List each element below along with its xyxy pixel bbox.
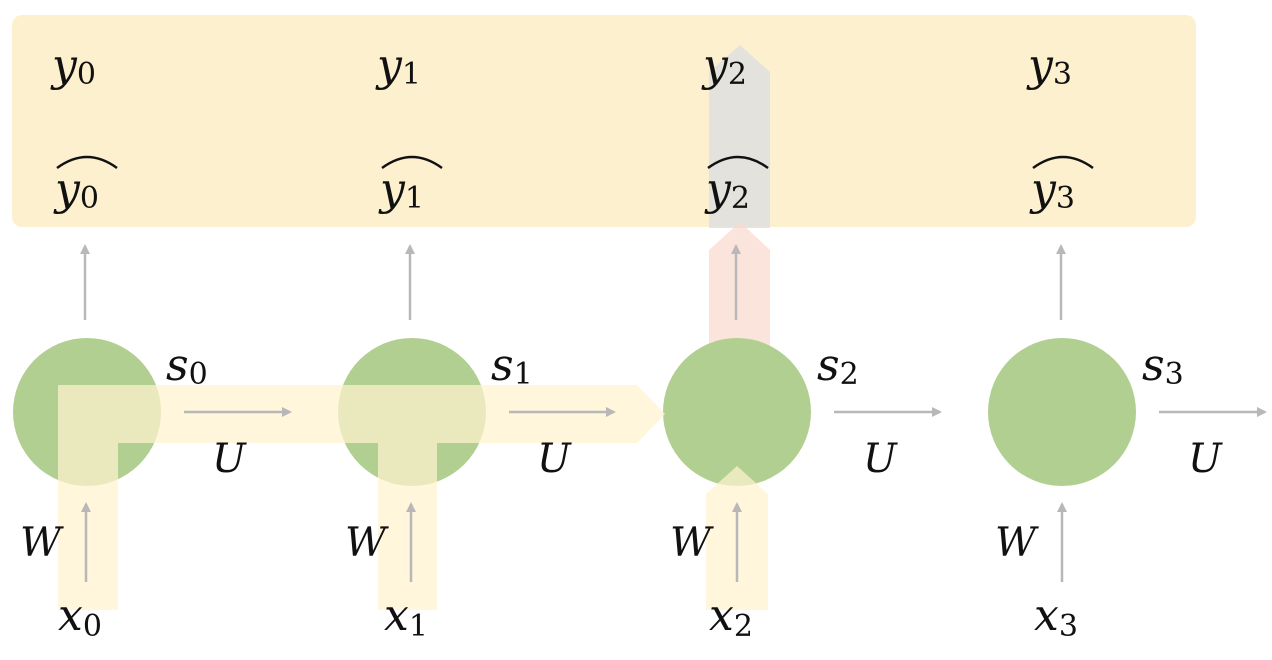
input-label-2: x2 (709, 590, 753, 644)
predicted-output-1: y1 (378, 164, 424, 216)
output-panel (12, 15, 1196, 227)
state-label-0: s0 (166, 340, 208, 392)
input-weight-label-3: W (995, 520, 1039, 566)
predicted-output-2: y2 (704, 164, 750, 216)
recurrent-weight-label-2: U (863, 436, 898, 482)
state-node-2 (663, 338, 811, 486)
state-nodes (13, 338, 1136, 486)
input-arrows (81, 502, 1067, 582)
true-output-3: y3 (1026, 40, 1072, 92)
prediction-hats (56, 155, 1094, 169)
backprop-path-highlight (58, 385, 768, 610)
state-label-2: s2 (817, 340, 859, 392)
predicted-output-0: y0 (53, 164, 99, 216)
true-output-2: y2 (701, 40, 747, 92)
recurrent-weight-label-3: U (1188, 436, 1223, 482)
recurrent-weight-label-1: U (537, 436, 572, 482)
input-weight-label-0: W (20, 520, 64, 566)
loss-highlight-bottom (709, 222, 770, 350)
true-output-0: y0 (50, 40, 96, 92)
state-label-1: s1 (491, 340, 533, 392)
input-label-3: x3 (1034, 590, 1078, 644)
input-label-1: x1 (384, 590, 428, 644)
output-arrows (80, 244, 1066, 320)
state-node-3 (988, 338, 1136, 486)
input-weight-label-1: W (345, 520, 389, 566)
recurrent-weight-label-0: U (212, 436, 247, 482)
true-output-1: y1 (375, 40, 421, 92)
predicted-output-3: y3 (1029, 164, 1075, 216)
state-label-3: s3 (1142, 340, 1184, 392)
input-label-0: x0 (58, 590, 102, 644)
loss-highlight-top (709, 45, 770, 228)
input-weight-label-2: W (670, 520, 714, 566)
